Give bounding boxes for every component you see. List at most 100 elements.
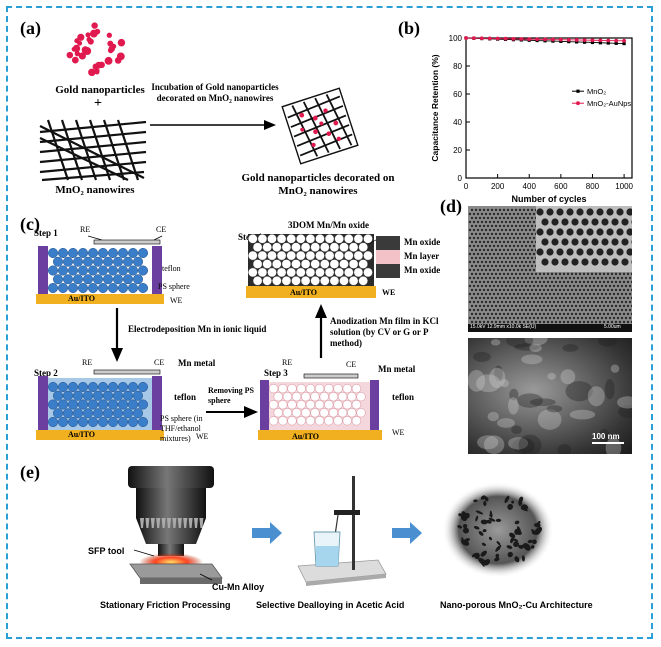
- gold-nanoparticles-label: Gold nanoparticles: [55, 84, 145, 96]
- data-point: [558, 37, 563, 42]
- data-point: [575, 40, 579, 44]
- data-point: [598, 38, 603, 43]
- step3-au-ito: Au/ITO: [292, 432, 319, 441]
- data-point: [566, 37, 571, 42]
- sfp-tool-label: SFP tool: [88, 546, 125, 556]
- caption-nanoporous: Nano-porous MnO₂-Cu Architecture: [440, 600, 593, 610]
- step1-au-ito: Au/ITO: [68, 294, 95, 303]
- step2-we-label: WE: [196, 432, 209, 441]
- legend-label: MnO₂-AuNps: [587, 99, 631, 108]
- anodization-text: Anodization Mn film in KCl solution (by …: [330, 316, 439, 348]
- step1-label: Step 1: [34, 228, 58, 238]
- tem-scale-bar: [592, 442, 624, 444]
- plus-sign: +: [94, 96, 102, 111]
- incubation-arrow-text: Incubation of Gold nanoparticles decorat…: [151, 82, 279, 103]
- decorated-nanowires-illustration: [281, 87, 359, 165]
- x-tick-label: 0: [464, 182, 469, 191]
- right-arrow-step2-step3: [206, 406, 258, 418]
- data-point: [464, 36, 468, 40]
- sem-scale-text: 5.00um: [604, 324, 621, 330]
- data-point: [590, 38, 595, 43]
- x-tick-label: 200: [491, 182, 505, 191]
- caption-selective-dealloying: Selective Dealloying in Acetic Acid: [256, 600, 405, 610]
- step2-teflon-label: teflon: [174, 392, 196, 402]
- step3-mn-metal-label: Mn metal: [378, 364, 416, 374]
- legend-swatch-mn-oxide-top: [376, 236, 400, 250]
- step3-label: Step 3: [264, 368, 288, 378]
- panel-a-label: (a): [20, 18, 41, 38]
- step1-ps-sphere-label: PS sphere: [158, 282, 190, 291]
- legend-marker: [576, 89, 580, 93]
- step2-au-ito: Au/ITO: [68, 430, 95, 439]
- sem-image: 15.0kV 12.9mm x10.0k SE(U) 5.00um: [468, 206, 632, 332]
- data-point: [622, 38, 626, 43]
- panel-b-label: (b): [398, 18, 420, 38]
- data-point: [527, 37, 532, 42]
- step3-we-label: WE: [392, 428, 405, 437]
- data-point: [472, 36, 476, 41]
- data-point: [606, 38, 611, 43]
- y-tick-label: 80: [453, 62, 462, 71]
- decorated-nanowires-label: Gold nanoparticles decorated on MnO₂ nan…: [241, 172, 395, 197]
- data-point: [495, 36, 500, 41]
- y-tick-label: 100: [449, 34, 463, 43]
- x-tick-label: 400: [523, 182, 537, 191]
- caption-stationary-friction: Stationary Friction Processing: [100, 600, 231, 610]
- panel-c-label: (c): [20, 214, 40, 234]
- chart-frame: [465, 37, 633, 179]
- x-axis-label: Number of cycles: [511, 194, 586, 204]
- step2-re-label: RE: [82, 358, 93, 367]
- cu-mn-alloy-label: Cu-Mn Alloy: [212, 582, 265, 592]
- process-arrow-1: [252, 522, 282, 544]
- down-arrow-step1-step2: [111, 308, 123, 362]
- step4-we-label: WE: [382, 288, 396, 297]
- step1-ce-label: CE: [156, 225, 167, 234]
- x-tick-label: 1000: [615, 182, 633, 191]
- legend-label: MnO₂: [587, 87, 606, 96]
- panel-e-label: (e): [20, 462, 40, 482]
- step3-ce-label: CE: [346, 360, 357, 369]
- data-point: [487, 36, 492, 41]
- nanoporous-architecture-image: [442, 482, 554, 578]
- data-point: [598, 41, 602, 45]
- data-point: [574, 38, 579, 42]
- sem-info-bar: [468, 324, 632, 332]
- data-point: [606, 41, 610, 45]
- mno2-nanowires-illustration: [39, 119, 147, 182]
- y-tick-label: 60: [453, 90, 462, 99]
- step2-ce-label: CE: [154, 358, 165, 367]
- data-point: [479, 36, 484, 41]
- tem-scale-text: 100 nm: [592, 432, 620, 441]
- legend-mn-layer: Mn layer: [404, 251, 440, 261]
- step2-mn-metal-label: Mn metal: [178, 358, 216, 368]
- step3-cell-diagram: [258, 373, 382, 440]
- 3dom-title: 3DOM Mn/Mn oxide: [288, 220, 369, 230]
- data-point: [614, 38, 619, 43]
- step3-re-label: RE: [282, 358, 293, 367]
- legend-swatch-mn-layer: [376, 250, 400, 264]
- step2-ps-sphere-thf: PS sphere (in THF/ethanol mixtures): [160, 414, 203, 443]
- electrodeposition-text: Electrodeposition Mn in ionic liquid: [128, 324, 267, 334]
- process-arrow-2: [392, 522, 422, 544]
- mno2-nanowires-label: MnO₂ nanowires: [55, 184, 135, 196]
- data-point: [590, 40, 595, 45]
- legend-mn-oxide-top: Mn oxide: [404, 237, 441, 247]
- step1-teflon-label: teflon: [162, 264, 181, 273]
- incubation-arrow: [150, 120, 276, 130]
- step1-cell-diagram: [36, 235, 164, 304]
- data-point: [519, 37, 524, 41]
- step1-re-label: RE: [80, 225, 91, 234]
- step2-cell-diagram: [36, 369, 164, 440]
- data-point: [535, 37, 540, 42]
- panel-d-label: (d): [440, 196, 462, 216]
- tem-image: 100 nm: [468, 338, 632, 454]
- data-point: [503, 36, 508, 41]
- y-tick-label: 40: [453, 118, 462, 127]
- data-point: [622, 42, 626, 46]
- step4-3dom-diagram: [246, 233, 380, 298]
- step4-au-ito: Au/ITO: [290, 288, 317, 297]
- step3-teflon-label: teflon: [392, 392, 414, 402]
- step2-label: Step 2: [34, 368, 58, 378]
- up-arrow-step3-step4: [315, 304, 327, 358]
- data-point: [551, 37, 555, 42]
